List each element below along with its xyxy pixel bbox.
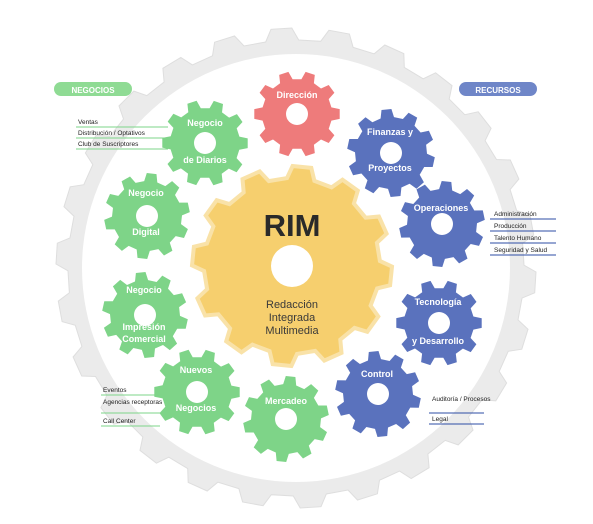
gear-operaciones-label: Operaciones xyxy=(414,203,469,213)
list-item: Agencias receptoras xyxy=(103,399,163,406)
gear-mercadeo-hole xyxy=(275,408,297,430)
negocios-pill xyxy=(54,82,132,96)
gear-mercadeo-label: Mercadeo xyxy=(265,396,308,406)
center-subtitle-3: Multimedia xyxy=(265,325,319,337)
gear-finanzas-label-2: Proyectos xyxy=(368,163,412,173)
list-item: Talento Humano xyxy=(494,235,542,242)
center-gear-hole xyxy=(271,245,313,287)
list-item: Legal xyxy=(432,416,448,423)
negocios-label: NEGOCIOS xyxy=(71,86,115,95)
list-item: Seguridad y Salud xyxy=(494,247,548,254)
recursos-pill xyxy=(459,82,537,96)
gear-nuevos-label-2: Negocios xyxy=(176,403,217,413)
gear-impresion-label-3: Comercial xyxy=(122,334,166,344)
gear-operaciones-hole xyxy=(431,213,453,235)
gear-digital-hole xyxy=(136,205,158,227)
list-item: Producción xyxy=(494,223,527,230)
center-gear xyxy=(189,163,395,369)
gear-nuevos-label-1: Nuevos xyxy=(180,365,213,375)
gear-digital-label-2: Digital xyxy=(132,227,160,237)
gear-direccion-label: Dirección xyxy=(276,90,317,100)
center-title: RIM xyxy=(264,208,321,243)
gear-diarios-label-1: Negocio xyxy=(187,118,223,128)
diarios-list: Ventas Distribución / Optativos Club de … xyxy=(76,119,168,150)
list-item: Auditoría / Procesos xyxy=(432,396,491,403)
gear-nuevos-negocios-hole xyxy=(186,381,208,403)
list-item: Ventas xyxy=(78,119,99,126)
gear-control-label: Control xyxy=(361,369,393,379)
gear-finanzas-hole xyxy=(380,142,402,164)
gear-finanzas-label-1: Finanzas y xyxy=(367,127,413,137)
center-subtitle-2: Integrada xyxy=(269,312,316,324)
gear-diarios-label-2: de Diarios xyxy=(183,155,227,165)
gear-direccion-hole xyxy=(286,103,308,125)
center-subtitle-1: Redacción xyxy=(266,299,318,311)
list-item: Call Center xyxy=(103,418,136,425)
operaciones-list: Administración Producción Talento Humano… xyxy=(490,211,556,256)
gear-impresion-label-1: Negocio xyxy=(126,285,162,295)
gear-impresion-label-2: Impresión xyxy=(122,322,165,332)
list-item: Club de Suscriptores xyxy=(78,141,139,148)
gear-tecnologia-label-2: y Desarrollo xyxy=(412,336,465,346)
list-item: Eventos xyxy=(103,387,127,394)
control-list: Auditoría / Procesos Legal xyxy=(429,396,491,425)
list-item: Administración xyxy=(494,211,537,218)
gear-diarios-hole xyxy=(194,132,216,154)
gear-impresion-comercial-hole xyxy=(134,304,156,326)
gear-tecnologia-hole xyxy=(428,312,450,334)
gear-control-hole xyxy=(367,383,389,405)
list-item: Distribución / Optativos xyxy=(78,130,146,137)
nuevos-list: Eventos Agencias receptoras Call Center xyxy=(101,387,163,427)
gear-tecnologia-label-1: Tecnología xyxy=(415,297,463,307)
recursos-label: RECURSOS xyxy=(475,86,521,95)
department-gears xyxy=(102,71,485,462)
gear-digital-label-1: Negocio xyxy=(128,188,164,198)
